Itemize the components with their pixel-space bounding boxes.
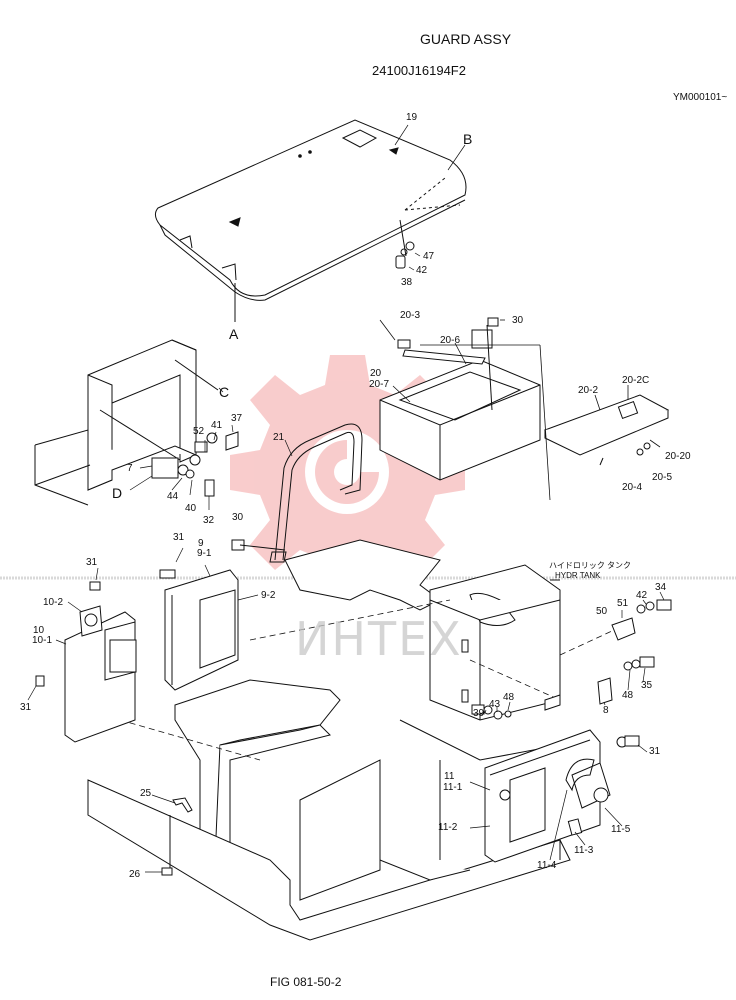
callout-20-3: 20-3: [400, 310, 420, 321]
callout-11-4: 11-4: [537, 860, 557, 871]
serial-range: YM000101~: [673, 92, 728, 103]
callout-11: 11: [444, 771, 455, 782]
callout-20: 20: [370, 368, 382, 379]
frame-dash-lines: [119, 599, 626, 761]
callout-A: A: [229, 326, 239, 342]
callout-35: 35: [641, 680, 653, 691]
callout-20-2C: 20-2C: [622, 375, 649, 386]
callout-20-20: 20-20: [665, 451, 691, 462]
callout-48-right: 48: [622, 690, 634, 701]
hardware-right: [471, 599, 672, 720]
panel-part-10: [35, 581, 137, 743]
callout-B: B: [463, 131, 472, 147]
callout-41: 41: [211, 420, 223, 431]
callout-37: 37: [231, 413, 243, 424]
callout-20-6: 20-6: [440, 335, 460, 346]
callout-31-upper: 31: [173, 532, 185, 543]
callout-10: 10: [33, 625, 45, 636]
battery-box-part-20: [379, 317, 670, 481]
watermark-text: ИНТЕХ: [295, 612, 463, 666]
callout-10-2: 10-2: [43, 597, 63, 608]
callout-19: 19: [406, 112, 418, 123]
cover-part-9: [159, 569, 239, 691]
figure-number: FIG 081-50-2: [270, 975, 342, 989]
panel-part-11: [484, 729, 640, 863]
callout-21: 21: [273, 432, 285, 443]
callout-51: 51: [617, 598, 629, 609]
callout-50: 50: [596, 606, 608, 617]
tank-label-jp: ハイドロリック タンク: [549, 561, 631, 570]
callout-11-1: 11-1: [443, 782, 463, 793]
callout-20-2: 20-2: [578, 385, 598, 396]
callout-9: 9: [198, 538, 204, 549]
callout-20-5: 20-5: [652, 472, 672, 483]
callout-31-bottom-left: 31: [20, 702, 32, 713]
callout-47: 47: [423, 251, 435, 262]
diagram-title: GUARD ASSY: [420, 31, 512, 47]
tank-label-en: HYDR TANK: [555, 571, 601, 580]
callout-31-left: 31: [86, 557, 98, 568]
callout-39: 39: [473, 708, 485, 719]
callout-labels: 19 B 47 42 38 A 20-3 30 20-6 20 20-7 20-…: [20, 112, 691, 880]
callout-38: 38: [401, 277, 413, 288]
callout-8: 8: [603, 705, 609, 716]
callout-48-left: 48: [503, 692, 515, 703]
callout-43: 43: [489, 699, 501, 710]
callout-40: 40: [185, 503, 197, 514]
callout-9-2: 9-2: [261, 590, 276, 601]
left-frame: [34, 339, 239, 506]
callout-20-4: 20-4: [622, 482, 642, 493]
callout-C: C: [219, 384, 229, 400]
callout-7: 7: [127, 463, 133, 474]
main-frame-body: [87, 539, 571, 941]
hardware-bottom-left: [161, 797, 193, 876]
callout-leaders: [27, 124, 665, 873]
callout-11-5: 11-5: [611, 824, 631, 835]
handrail-part-21: [231, 423, 363, 563]
part-number: 24100J16194F2: [372, 63, 466, 78]
callout-32: 32: [203, 515, 215, 526]
top-cover-part-19: [154, 119, 467, 322]
callout-11-3: 11-3: [574, 845, 594, 856]
callout-9-1: 9-1: [197, 548, 212, 559]
callout-30-mid: 30: [232, 512, 244, 523]
callout-11-2: 11-2: [438, 822, 458, 833]
callout-34: 34: [655, 582, 667, 593]
callout-42-right: 42: [636, 590, 648, 601]
callout-42-top: 42: [416, 265, 428, 276]
callout-30-top: 30: [512, 315, 524, 326]
callout-25: 25: [140, 788, 152, 799]
callout-D: D: [112, 485, 122, 501]
callout-20-7: 20-7: [369, 379, 389, 390]
battery-box-leaders: [379, 319, 661, 501]
callout-44: 44: [167, 491, 179, 502]
callout-52: 52: [193, 426, 205, 437]
callout-26: 26: [129, 869, 141, 880]
callout-10-1: 10-1: [32, 635, 52, 646]
callout-31-right: 31: [649, 746, 661, 757]
